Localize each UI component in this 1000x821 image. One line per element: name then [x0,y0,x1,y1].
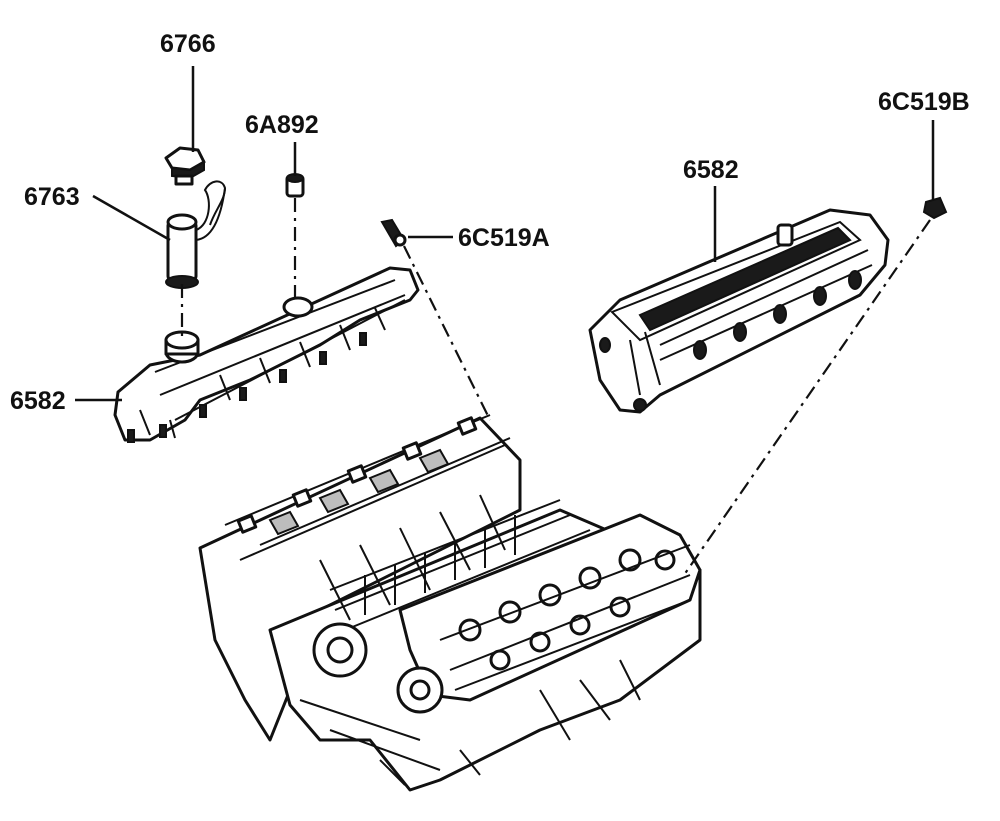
leader-lines [75,66,935,402]
grommet [285,173,305,198]
callout-6a892: 6A892 [245,111,319,139]
callout-6c519b: 6C519B [878,88,970,116]
callout-6c519a: 6C519A [458,224,550,252]
callout-6582-right: 6582 [683,156,739,184]
oil-filler-cap [164,146,206,186]
right-valve-cover [588,208,890,414]
sensor-left [380,218,407,248]
callout-6766: 6766 [160,30,216,58]
sensor-right [922,196,948,220]
callout-6763: 6763 [24,183,80,211]
alignment-lines [180,198,931,576]
oil-filler-tube [165,180,227,289]
callout-6582-left: 6582 [10,387,66,415]
engine-block [198,414,702,792]
left-valve-cover [113,266,420,443]
